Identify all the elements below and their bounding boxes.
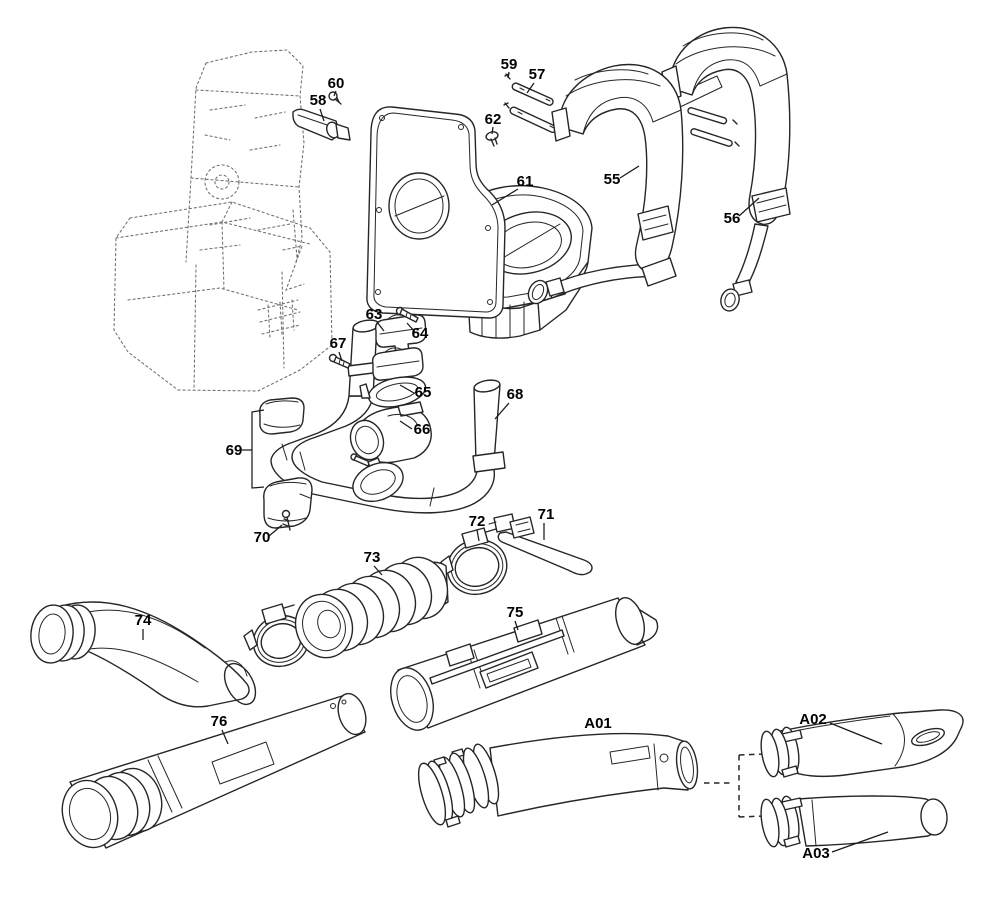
nozzle-option-bracket bbox=[704, 753, 765, 818]
leader-line-65 bbox=[399, 384, 415, 394]
part-label-71: 71 bbox=[538, 506, 555, 523]
part-label-61: 61 bbox=[517, 173, 534, 190]
part-62-rivet bbox=[485, 131, 499, 147]
phantom-blower-outline bbox=[113, 49, 333, 392]
part-69-frame-assembly bbox=[251, 319, 506, 529]
part-label-63: 63 bbox=[366, 306, 383, 323]
leader-line-70 bbox=[268, 524, 283, 537]
part-a03-round-nozzle bbox=[760, 795, 948, 848]
part-56-shoulder-strap bbox=[661, 26, 791, 312]
leader-line-62 bbox=[491, 126, 494, 135]
part-66-elbow-fitting bbox=[349, 401, 432, 464]
leader-line-A02 bbox=[829, 722, 883, 745]
part-57-pins bbox=[509, 82, 557, 134]
leader-line-73 bbox=[373, 565, 383, 576]
hose-clamp-second bbox=[243, 603, 310, 668]
part-76-blower-tube bbox=[61, 692, 367, 849]
part-61-backplate-assembly bbox=[366, 106, 665, 339]
leader-line-63 bbox=[376, 321, 385, 332]
leader-line-75 bbox=[514, 620, 519, 631]
part-72-hose-clamp bbox=[440, 527, 508, 596]
part-label-72: 72 bbox=[469, 513, 486, 530]
part-label-70: 70 bbox=[254, 529, 271, 546]
leader-line-61 bbox=[491, 188, 519, 206]
part-label-66: 66 bbox=[414, 421, 431, 438]
part-71-strap bbox=[488, 513, 593, 576]
part-label-69: 69 bbox=[226, 442, 243, 459]
part-label-58: 58 bbox=[310, 92, 327, 109]
part-label-62: 62 bbox=[485, 111, 502, 128]
leader-line-72 bbox=[476, 529, 480, 542]
leader-line-64 bbox=[406, 322, 416, 333]
part-74-elbow-tube bbox=[30, 601, 257, 708]
part-label-A01: A01 bbox=[584, 715, 612, 732]
part-label-74: 74 bbox=[135, 612, 152, 629]
part-59-screws bbox=[503, 73, 511, 109]
part-label-68: 68 bbox=[507, 386, 524, 403]
part-label-64: 64 bbox=[412, 325, 429, 342]
leader-line-A03 bbox=[831, 831, 889, 853]
part-label-67: 67 bbox=[330, 335, 347, 352]
part-label-56: 56 bbox=[724, 210, 741, 227]
leader-line-58 bbox=[319, 108, 325, 122]
part-label-59: 59 bbox=[501, 56, 518, 73]
part-label-A03: A03 bbox=[802, 845, 830, 862]
part-label-55: 55 bbox=[604, 171, 621, 188]
leader-line-67 bbox=[338, 351, 343, 362]
leader-line-57 bbox=[526, 82, 535, 94]
part-58-latch-strap bbox=[292, 108, 351, 141]
part-55-shoulder-strap bbox=[551, 63, 684, 287]
part-67-screw bbox=[328, 353, 351, 369]
part-label-73: 73 bbox=[364, 549, 381, 566]
leader-line-59 bbox=[507, 71, 510, 79]
part-73-flex-hose bbox=[294, 556, 449, 659]
part-64-screw bbox=[395, 306, 419, 323]
part-a02-flat-nozzle bbox=[760, 709, 964, 778]
part-label-65: 65 bbox=[415, 384, 432, 401]
part-a01-swivel-tube bbox=[417, 732, 699, 828]
leader-line-66 bbox=[399, 420, 413, 430]
upper-harness-pins bbox=[687, 107, 740, 147]
part-70-screw bbox=[281, 509, 291, 531]
leader-line-55 bbox=[619, 165, 640, 179]
part-75-pipe-with-mounts bbox=[390, 597, 659, 731]
part-label-57: 57 bbox=[529, 66, 546, 83]
part-60-screw bbox=[328, 91, 342, 105]
part-label-76: 76 bbox=[211, 713, 228, 730]
part-label-75: 75 bbox=[507, 604, 524, 621]
leader-line-56 bbox=[738, 197, 760, 217]
leader-line-76 bbox=[221, 729, 229, 745]
lower-clamp-and-screw bbox=[350, 453, 404, 503]
part-label-60: 60 bbox=[328, 75, 345, 92]
leader-line-60 bbox=[333, 90, 337, 97]
part-label-A02: A02 bbox=[799, 711, 827, 728]
leader-line-68 bbox=[494, 402, 510, 420]
